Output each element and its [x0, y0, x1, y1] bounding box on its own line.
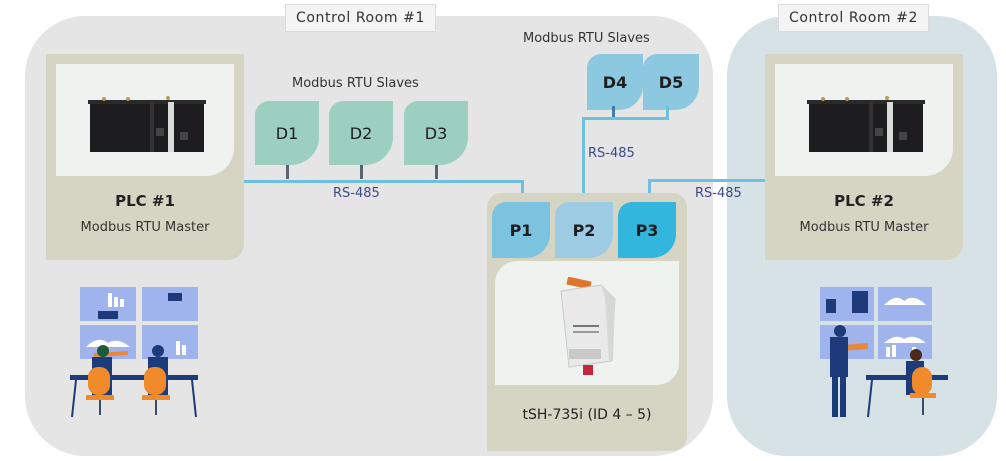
plc-1-photo — [56, 64, 234, 176]
slave-group-1-label: Modbus RTU Slaves — [292, 76, 419, 91]
plc-2-card: PLC #2 Modbus RTU Master — [765, 54, 963, 260]
d4-drop-line — [612, 106, 615, 118]
gateway-device-icon — [560, 277, 616, 375]
gateway-port-p3: P3 — [618, 202, 676, 258]
plc-device-icon — [88, 96, 206, 152]
control-room-2-title: Control Room #2 — [778, 4, 930, 32]
plc-2-photo — [775, 64, 953, 176]
control-room-1-title: Control Room #1 — [285, 4, 437, 32]
d2-drop-line — [360, 165, 363, 179]
slave-device-d5: D5 — [643, 54, 699, 110]
gateway-card: P1 P2 P3 tSH-735i (ID 4 – 5) — [487, 193, 687, 451]
d1-drop-line — [286, 165, 289, 179]
rs485-bus-1-line — [244, 180, 524, 183]
d3-drop-line — [435, 165, 438, 179]
rs485-bus-2-top-line — [582, 117, 669, 120]
rs485-bus-3-label: RS-485 — [695, 186, 742, 201]
rs485-bus-1-label: RS-485 — [333, 186, 380, 201]
rs485-bus-2-label: RS-485 — [588, 146, 635, 161]
slave-device-d3: D3 — [404, 101, 468, 165]
d5-drop-line — [666, 106, 669, 120]
slave-device-d2: D2 — [329, 101, 393, 165]
rs485-bus-3-drop — [648, 179, 651, 202]
plc-1-name: PLC #1 — [115, 192, 175, 210]
gateway-photo — [495, 261, 679, 385]
plc-1-role: Modbus RTU Master — [80, 220, 210, 235]
gateway-port-p2: P2 — [555, 202, 613, 258]
slave-device-d1: D1 — [255, 101, 319, 165]
rs485-bus-1-drop — [521, 180, 524, 201]
plc-device-icon — [807, 96, 925, 152]
operators-monitoring-illustration — [70, 287, 198, 418]
rs485-bus-2-line — [582, 117, 585, 202]
gateway-port-p1: P1 — [492, 202, 550, 258]
gateway-name: tSH-735i (ID 4 – 5) — [522, 407, 652, 423]
plc-2-name: PLC #2 — [834, 192, 894, 210]
plc-2-role: Modbus RTU Master — [799, 220, 929, 235]
slave-group-2-label: Modbus RTU Slaves — [523, 31, 650, 46]
slave-device-d4: D4 — [587, 54, 643, 110]
rs485-bus-3-line — [648, 179, 765, 182]
operators-monitoring-illustration — [820, 287, 948, 418]
plc-1-card: PLC #1 Modbus RTU Master — [46, 54, 244, 260]
